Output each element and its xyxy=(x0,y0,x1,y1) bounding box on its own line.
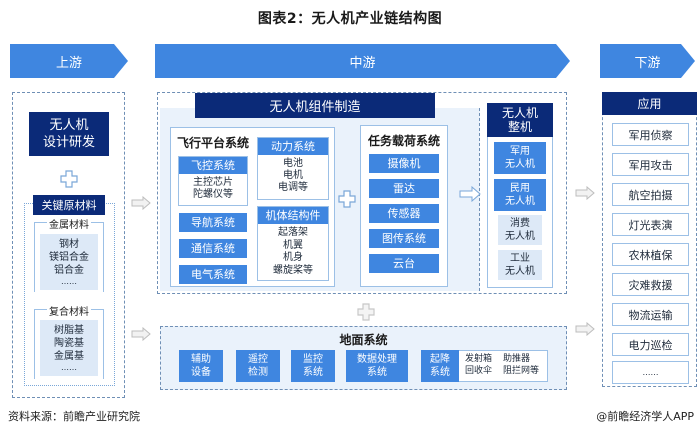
application-item: 军用攻击 xyxy=(612,153,689,176)
plus-icon xyxy=(60,170,78,188)
ground-item-data-processing: 数据处理 系统 xyxy=(346,350,408,382)
composite-label: 复合材料 xyxy=(34,306,104,319)
flight-platform-label: 飞行平台系统 xyxy=(177,136,250,150)
civil-uav: 民用 无人机 xyxy=(494,179,546,211)
composite-item: 金属基 xyxy=(54,351,84,362)
application-item: …… xyxy=(612,361,689,384)
composite-label-text: 复合材料 xyxy=(47,307,91,318)
midstream-panel xyxy=(157,92,567,294)
payload-item-radar: 雷达 xyxy=(369,179,439,198)
stage-downstream: 下游 xyxy=(600,44,695,78)
application-item: 物流运输 xyxy=(612,303,689,326)
metal-item: 镁铝合金 xyxy=(49,252,89,263)
application-header: 应用 xyxy=(602,92,697,115)
metal-items: 钢材 镁铝合金 铝合金 …… xyxy=(40,234,98,290)
ground-item-remote-detection: 遥控 检测 xyxy=(236,350,280,382)
arrow-right-icon xyxy=(131,196,151,210)
composite-item: …… xyxy=(61,363,77,372)
airframe-label: 机体结构件 xyxy=(258,207,328,224)
metal-label: 金属材料 xyxy=(34,219,104,232)
launch-recovery-label: 起降 系统 xyxy=(421,350,459,382)
materials-header: 关键原材料 xyxy=(33,195,105,215)
plus-icon xyxy=(357,303,375,321)
metal-label-text: 金属材料 xyxy=(47,220,91,231)
launch-recovery-detail: 助推器 阻拦网等 xyxy=(503,354,540,376)
components-header: 无人机组件制造 xyxy=(195,93,435,118)
metal-item: 铝合金 xyxy=(54,265,84,276)
arrow-right-icon xyxy=(575,322,595,336)
application-item: 灾难救援 xyxy=(612,273,689,296)
composite-items: 树脂基 陶瓷基 金属基 …… xyxy=(40,320,98,376)
military-uav: 军用 无人机 xyxy=(494,142,546,174)
airframe-detail: 起落架 机翼 机身 螺旋桨等 xyxy=(273,227,313,276)
payload-item-gimbal: 云台 xyxy=(369,254,439,273)
metal-item: …… xyxy=(61,277,77,286)
composite-item: 陶瓷基 xyxy=(54,338,84,349)
composite-item: 树脂基 xyxy=(54,325,84,336)
design-rd-box: 无人机 设计研发 xyxy=(29,112,109,156)
payload-item-sensor: 传感器 xyxy=(369,204,439,223)
upstream-panel xyxy=(12,92,125,398)
industrial-uav: 工业 无人机 xyxy=(498,250,542,280)
consumer-uav: 消费 无人机 xyxy=(498,215,542,245)
source-note: 资料来源：前瞻产业研究院 xyxy=(8,410,140,423)
power-label: 动力系统 xyxy=(258,138,328,155)
application-item: 灯光表演 xyxy=(612,213,689,236)
application-item: 军用侦察 xyxy=(612,123,689,146)
ground-item-aux-equipment: 辅助 设备 xyxy=(179,350,223,382)
application-item: 航空拍摄 xyxy=(612,183,689,206)
payload-label: 任务载荷系统 xyxy=(367,134,440,148)
electrical-system: 电气系统 xyxy=(179,265,247,284)
plus-icon xyxy=(338,190,356,208)
payload-item-image-transmission: 图传系统 xyxy=(369,229,439,248)
stage-midstream: 中游 xyxy=(155,44,570,78)
credit-note: @前瞻经济学人APP xyxy=(596,410,694,423)
application-item: 农林植保 xyxy=(612,243,689,266)
navigation-system: 导航系统 xyxy=(179,213,247,232)
communication-system: 通信系统 xyxy=(179,239,247,258)
figure-title: 图表2：无人机产业链结构图 xyxy=(257,11,443,27)
arrow-right-icon xyxy=(575,186,595,200)
complete-uav-header: 无人机 整机 xyxy=(487,103,553,137)
payload-item-camera: 摄像机 xyxy=(369,154,439,173)
arrow-right-icon xyxy=(459,186,481,202)
flight-control-detail: 主控芯片 陀螺仪等 xyxy=(193,177,233,200)
metal-item: 钢材 xyxy=(59,239,79,250)
ground-system-label: 地面系统 xyxy=(339,333,388,347)
application-item: 电力巡检 xyxy=(612,333,689,356)
launch-recovery-detail: 发射箱 回收伞 xyxy=(465,354,493,376)
flight-control-label: 飞控系统 xyxy=(179,157,247,174)
ground-item-monitoring: 监控 系统 xyxy=(291,350,335,382)
stage-upstream: 上游 xyxy=(10,44,128,78)
arrow-right-icon xyxy=(131,327,151,341)
power-detail: 电池 电机 电调等 xyxy=(278,158,308,193)
